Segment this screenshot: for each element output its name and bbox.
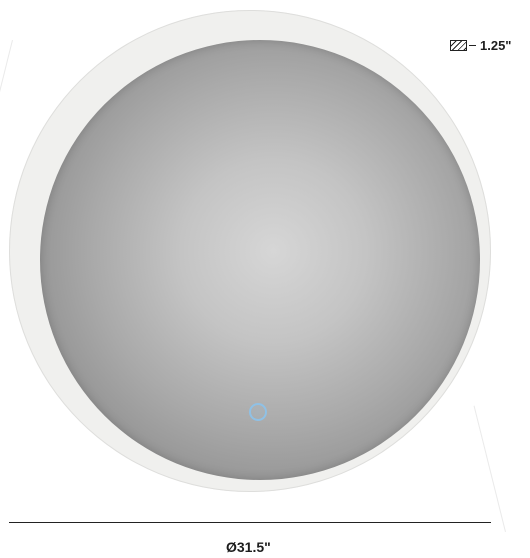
right-reflection-streak bbox=[473, 405, 506, 532]
touch-sensor-icon bbox=[249, 403, 267, 421]
diameter-label: Ø31.5" bbox=[226, 539, 271, 555]
left-reflection-streak bbox=[0, 40, 13, 157]
thickness-label: 1.25" bbox=[480, 38, 512, 53]
thickness-leader-line bbox=[469, 45, 476, 46]
thickness-callout: 1.25" bbox=[450, 38, 530, 56]
round-mirror-frame bbox=[9, 10, 491, 492]
diameter-dimension-line bbox=[9, 522, 491, 523]
thickness-hatch-icon bbox=[450, 40, 467, 51]
